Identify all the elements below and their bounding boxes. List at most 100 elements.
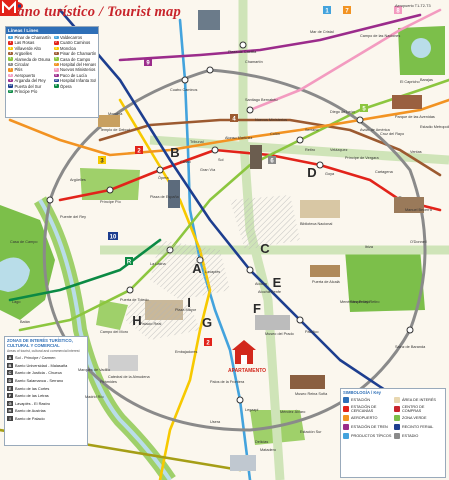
- svg-text:7: 7: [345, 9, 349, 15]
- symbols-legend-item: CENTRO DE COMPRAS: [394, 405, 443, 413]
- station-puerta-toledo[interactable]: [126, 286, 134, 294]
- line-swatch-icon: 1: [53, 35, 59, 40]
- place-label: Avda. de América: [360, 128, 390, 132]
- place-label: Alonso Martínez: [225, 136, 253, 140]
- station-sol[interactable]: [211, 146, 219, 154]
- museum-icon: [300, 200, 340, 218]
- zone-letter-badge: I: [7, 416, 13, 422]
- symbols-legend-label: ZONA VERDE: [402, 416, 427, 420]
- symbols-legend-label: AEROPUERTO: [351, 416, 378, 420]
- line-swatch-icon: R: [53, 83, 59, 88]
- apartment-marker[interactable]: [232, 340, 256, 364]
- place-label: Templo de Debod: [100, 128, 130, 132]
- apartment-door-icon: [241, 355, 247, 364]
- symbols-legend-label: ESTACIÓN DE CERCANÍAS: [351, 405, 377, 413]
- zone-letter-badge: B: [7, 362, 13, 368]
- station-retiro[interactable]: [296, 136, 304, 144]
- lines-legend-label: Cuatro Caminos: [60, 40, 91, 46]
- svg-text:8: 8: [396, 9, 400, 15]
- station-avda-america[interactable]: [356, 116, 364, 124]
- svg-text:2: 2: [137, 149, 141, 155]
- symbols-legend-item: ZONA VERDE: [394, 414, 443, 422]
- place-label: Plaza de Castilla: [228, 50, 257, 54]
- station-plaza-castilla[interactable]: [239, 41, 247, 49]
- station-conde-casal[interactable]: [406, 326, 414, 334]
- symbols-legend-label: ESTADIO: [402, 434, 419, 438]
- zone-letter-badge: E: [7, 385, 13, 391]
- badge-line-9: [144, 58, 152, 66]
- place-label: Embajadores: [175, 350, 198, 354]
- place-label: Argüelles: [70, 178, 86, 182]
- station-argüelles[interactable]: [46, 196, 54, 204]
- zones-legend-label: Barrio de Austrias: [15, 408, 46, 414]
- place-label: Colón: [270, 132, 280, 136]
- place-label: Moncloa: [108, 112, 123, 116]
- templo-debod-icon: [98, 115, 120, 127]
- metro-line-9: [118, 13, 422, 62]
- symbols-legend-label: PRODUCTOS TÍPICOS: [351, 434, 392, 438]
- station-legazpi[interactable]: [236, 396, 244, 404]
- station-opera[interactable]: [156, 166, 164, 174]
- station-nuevos-ministerios-north[interactable]: [206, 66, 214, 74]
- station-nuevos-ministerios[interactable]: [246, 106, 254, 114]
- symbols-legend-label: CENTRO DE COMPRAS: [402, 405, 425, 413]
- station-principe-pio[interactable]: [106, 186, 114, 194]
- symbol-swatch-icon: [343, 406, 349, 412]
- place-label: Pacífico: [305, 330, 319, 334]
- palacio-icon: [392, 95, 422, 109]
- place-label: Marqués de Vadillo: [78, 368, 111, 372]
- station-atocha[interactable]: [246, 266, 254, 274]
- svg-text:3: 3: [100, 159, 104, 165]
- place-label: Palos de la Frontera: [210, 380, 245, 384]
- place-label: Príncipe de Vergara: [345, 156, 379, 160]
- zones-legend-label: Barrio Universidad - Malasaña: [15, 362, 68, 368]
- svg-text:2: 2: [206, 341, 210, 347]
- planetario-icon: [230, 455, 256, 471]
- place-label: Legazpi: [245, 408, 259, 412]
- zone-letter-badge: C: [7, 370, 13, 376]
- map-title: Plano turístico / Tourist map: [4, 4, 181, 20]
- line-badges: 1 2 3 4 7 8 9 10 6 5 2 R: [98, 6, 402, 347]
- symbol-swatch-icon: [394, 415, 400, 421]
- place-label: O'Donnell: [410, 240, 427, 244]
- metro-ramal-r: [8, 238, 162, 302]
- place-label: Cartagena: [375, 170, 393, 174]
- metro-m-icon: [0, 0, 18, 16]
- apartment-label: APARTAMENTO: [228, 368, 267, 374]
- place-label: Mar de Cristal: [310, 30, 334, 34]
- zone-letter-h: H: [132, 313, 142, 328]
- lake-icon: [411, 38, 431, 58]
- symbol-swatch-icon: [394, 397, 400, 403]
- symbol-swatch-icon: [343, 397, 349, 403]
- place-label: Delicias: [255, 440, 269, 444]
- place-label: Museo del Prado: [265, 332, 294, 336]
- station-pacifico[interactable]: [296, 316, 304, 324]
- symbols-legend-item: ESTACIÓN: [343, 396, 392, 404]
- symbols-legend-label: RECINTO FERIAL: [402, 425, 434, 429]
- place-label: Barajas: [420, 78, 433, 82]
- line-swatch-icon: 10: [8, 83, 13, 88]
- station-goya[interactable]: [316, 161, 324, 169]
- edificio-espana-icon: [168, 180, 180, 208]
- place-label: Madrid Río: [85, 395, 104, 399]
- line-swatch-icon: 9: [8, 78, 13, 83]
- symbols-legend-item: AEROPUERTO: [343, 414, 392, 422]
- badge-line-r: [125, 257, 133, 265]
- zones-legend-label: Lavapiés - El Rastro: [15, 400, 51, 406]
- line-swatch-icon: 5: [53, 56, 59, 61]
- catedral-icon: [108, 355, 138, 371]
- place-label: Biblioteca Nacional: [300, 222, 333, 226]
- station-cuatro-caminos[interactable]: [181, 76, 189, 84]
